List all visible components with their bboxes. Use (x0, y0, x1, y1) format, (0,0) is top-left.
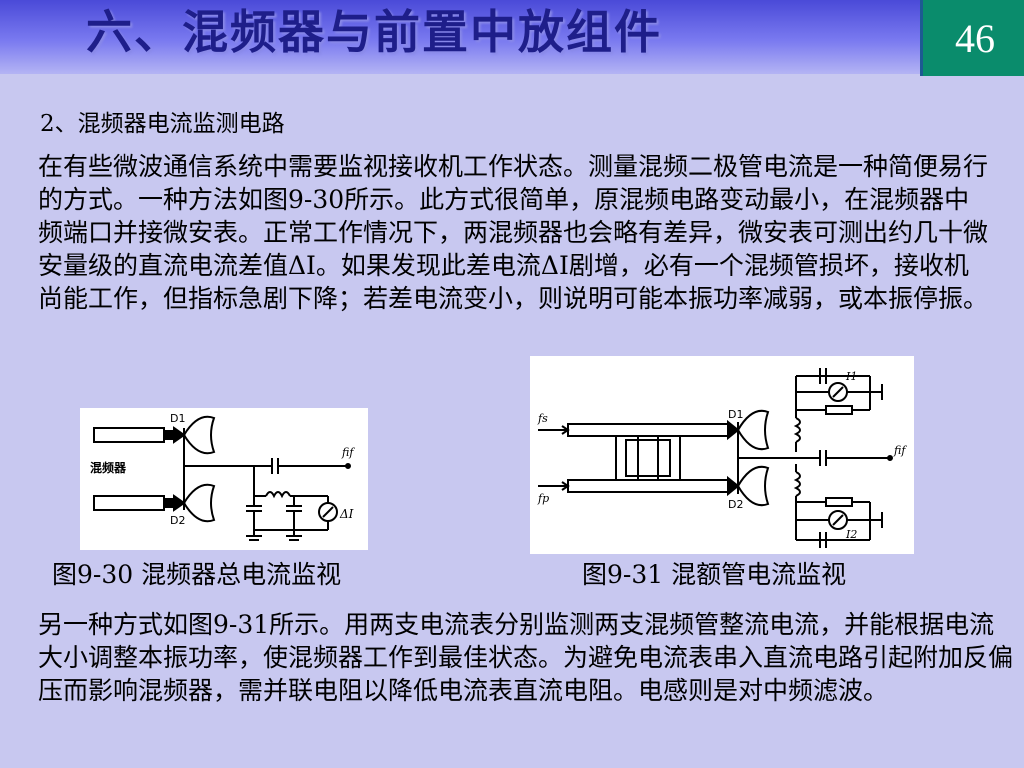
fig30-label-d2: D2 (170, 514, 185, 527)
figure-9-31-caption: 图9-31 混额管电流监视 (582, 560, 847, 589)
fig30-horn-upper (183, 415, 216, 455)
fig30-diode-d1 (173, 426, 186, 444)
fig31-label-d1: D1 (728, 408, 743, 421)
fig31-label-fp: fp (537, 492, 549, 505)
fig30-waveguide-lower (93, 495, 165, 511)
paragraph-1: 在有些微波通信系统中需要监视接收机工作状态。测量混频二极管电流是一种简便易行的方… (38, 152, 989, 313)
fig30-label-fif: fif (341, 446, 355, 459)
fig30-horn-lower (183, 483, 216, 523)
fig31-circuit-svg: fs fp D1 D2 fif I1 I2 (537, 368, 907, 548)
fig30-label-mixer: 混频器 (90, 460, 127, 475)
fig30-label-d1: D1 (170, 412, 185, 425)
fig31-label-fs: fs (537, 412, 548, 425)
paragraph-2: 另一种方式如图9-31所示。用两支电流表分别监测两支混频管整流电流，并能根据电流… (38, 610, 1014, 705)
fig31-label-i1: I1 (845, 370, 857, 383)
section-subtitle: 2、混频器电流监测电路 (40, 111, 285, 137)
figure-9-31-diagram: fs fp D1 D2 fif I1 I2 (530, 356, 914, 554)
fig31-diode-d1 (727, 419, 740, 441)
fig31-label-i2: I2 (845, 528, 857, 541)
figure-9-30-caption: 图9-30 混频器总电流监视 (52, 560, 342, 589)
fig31-label-fif: fif (893, 444, 907, 457)
figure-9-30-diagram: D1 D2 混频器 fif ΔI (80, 408, 368, 550)
fig30-diode-d2 (173, 494, 186, 512)
fig30-waveguide-upper (93, 427, 165, 443)
page-number: 46 (955, 15, 995, 61)
fig31-label-d2: D2 (728, 498, 743, 511)
fig30-circuit-svg: D1 D2 混频器 fif ΔI (90, 412, 355, 541)
fig31-hybrid-block (625, 439, 671, 477)
slide-title: 六、混频器与前置中放组件 (86, 5, 662, 59)
title-bar: 六、混频器与前置中放组件 (0, 0, 1024, 74)
fig31-diode-d2 (727, 475, 740, 497)
fig30-label-delta-i: ΔI (339, 507, 354, 521)
page-number-box: 46 (920, 0, 1024, 76)
